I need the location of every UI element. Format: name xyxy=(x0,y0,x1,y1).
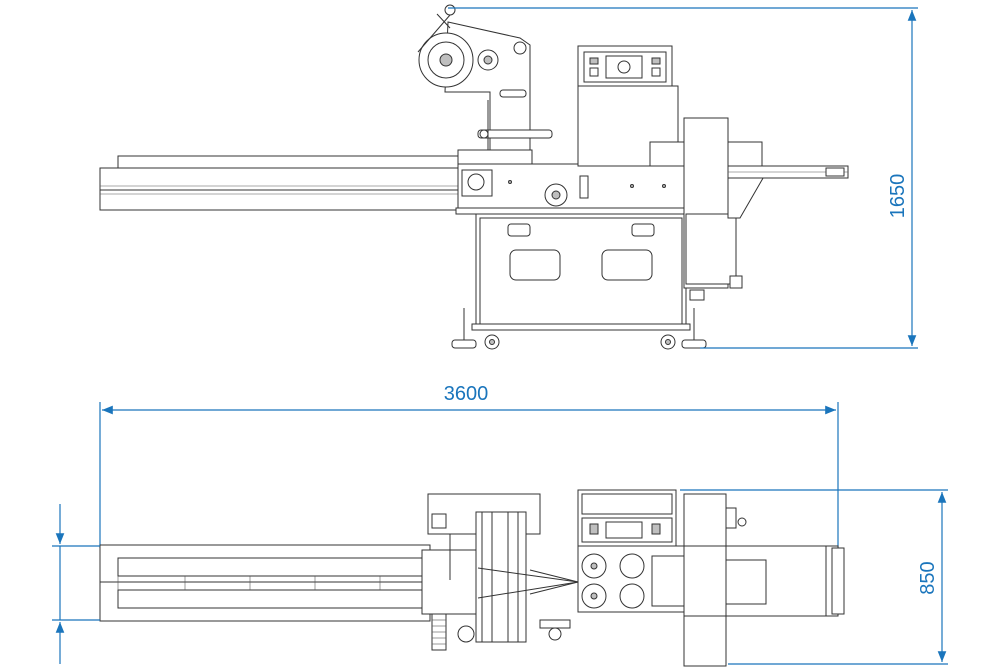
top-infeed-conveyor xyxy=(99,544,431,622)
side-view: 1650 xyxy=(99,4,918,350)
length-dimension-label: 3600 xyxy=(444,383,489,405)
side-infeed-conveyor xyxy=(99,155,459,211)
length-dimension: 3600 xyxy=(99,383,839,548)
side-sealing-head xyxy=(649,117,771,301)
film-unwind-stand xyxy=(417,4,553,165)
top-outfeed-conveyor xyxy=(725,545,845,617)
side-legs-wheels xyxy=(451,308,707,350)
height-dimension-label: 1650 xyxy=(887,174,909,219)
top-forming-box xyxy=(475,511,579,643)
width-dimension-label: 850 xyxy=(917,561,939,594)
conveyor-width-indicator xyxy=(52,504,100,664)
width-dimension: 850 xyxy=(680,489,948,665)
top-view: 850 xyxy=(52,489,948,667)
top-sealing-head xyxy=(651,493,747,667)
side-outfeed-conveyor xyxy=(727,165,849,179)
side-cabinet xyxy=(471,213,691,331)
height-dimension: 1650 xyxy=(448,7,918,349)
side-main-frame xyxy=(455,163,689,215)
